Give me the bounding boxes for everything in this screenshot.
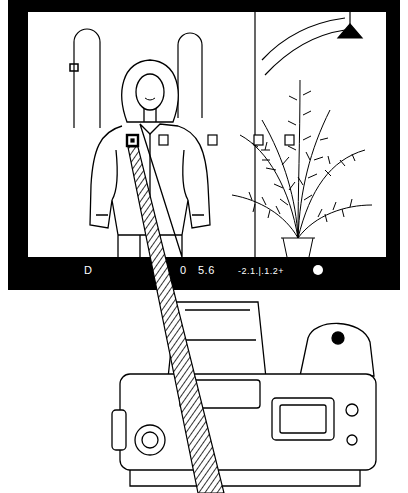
camera-body [120, 374, 376, 470]
focus-area-marks [159, 135, 168, 145]
camera-body [272, 398, 334, 440]
viewfinder-frame [8, 0, 400, 290]
focus-selection-beam [128, 147, 224, 493]
viewfinder-frame [313, 265, 323, 275]
background-scene [178, 33, 202, 118]
camera-body [332, 332, 344, 344]
camera-body [112, 302, 376, 486]
camera-body [130, 470, 360, 486]
focus-area-marks [127, 135, 294, 146]
camera-body [347, 435, 357, 445]
plant-drawing [288, 80, 311, 238]
focus-area-marks [131, 139, 134, 142]
plant-drawing [298, 110, 330, 238]
camera-body [180, 310, 256, 340]
camera-body [346, 404, 358, 416]
woman-figure [144, 108, 156, 122]
focus-area-marks [127, 135, 138, 146]
focus-selection-beam [128, 147, 224, 493]
plant-drawing [240, 135, 298, 238]
exposure-scale: -2.1.|.1.2+ [238, 264, 284, 278]
viewfinder-frame [8, 0, 400, 290]
camera-body [112, 410, 126, 450]
shutter-readout: 0 [180, 263, 187, 277]
focus-area-marks [208, 135, 217, 145]
focus-selection-beam [128, 147, 224, 493]
focus-area-marks [285, 135, 294, 145]
camera-body [280, 405, 326, 433]
camera-body [142, 432, 158, 448]
woman-figure [145, 98, 155, 100]
woman-figure [122, 60, 178, 122]
background-scene [265, 30, 345, 75]
exposure-mode: D [84, 263, 92, 277]
woman-figure [136, 74, 164, 110]
aperture-readout: 5.6 [198, 263, 215, 277]
background-scene [338, 24, 362, 38]
background-scene [262, 18, 345, 60]
background-scene [70, 12, 362, 257]
camera-body [135, 425, 165, 455]
camera-body [300, 323, 374, 376]
background-scene [70, 64, 78, 71]
focus-area-marks [254, 135, 263, 145]
plant-drawing [298, 150, 365, 238]
viewfinder-frame [28, 12, 386, 257]
background-scene [74, 29, 100, 128]
plant-drawing [281, 238, 315, 257]
plant-drawing [232, 80, 372, 257]
background-scene [349, 12, 350, 24]
